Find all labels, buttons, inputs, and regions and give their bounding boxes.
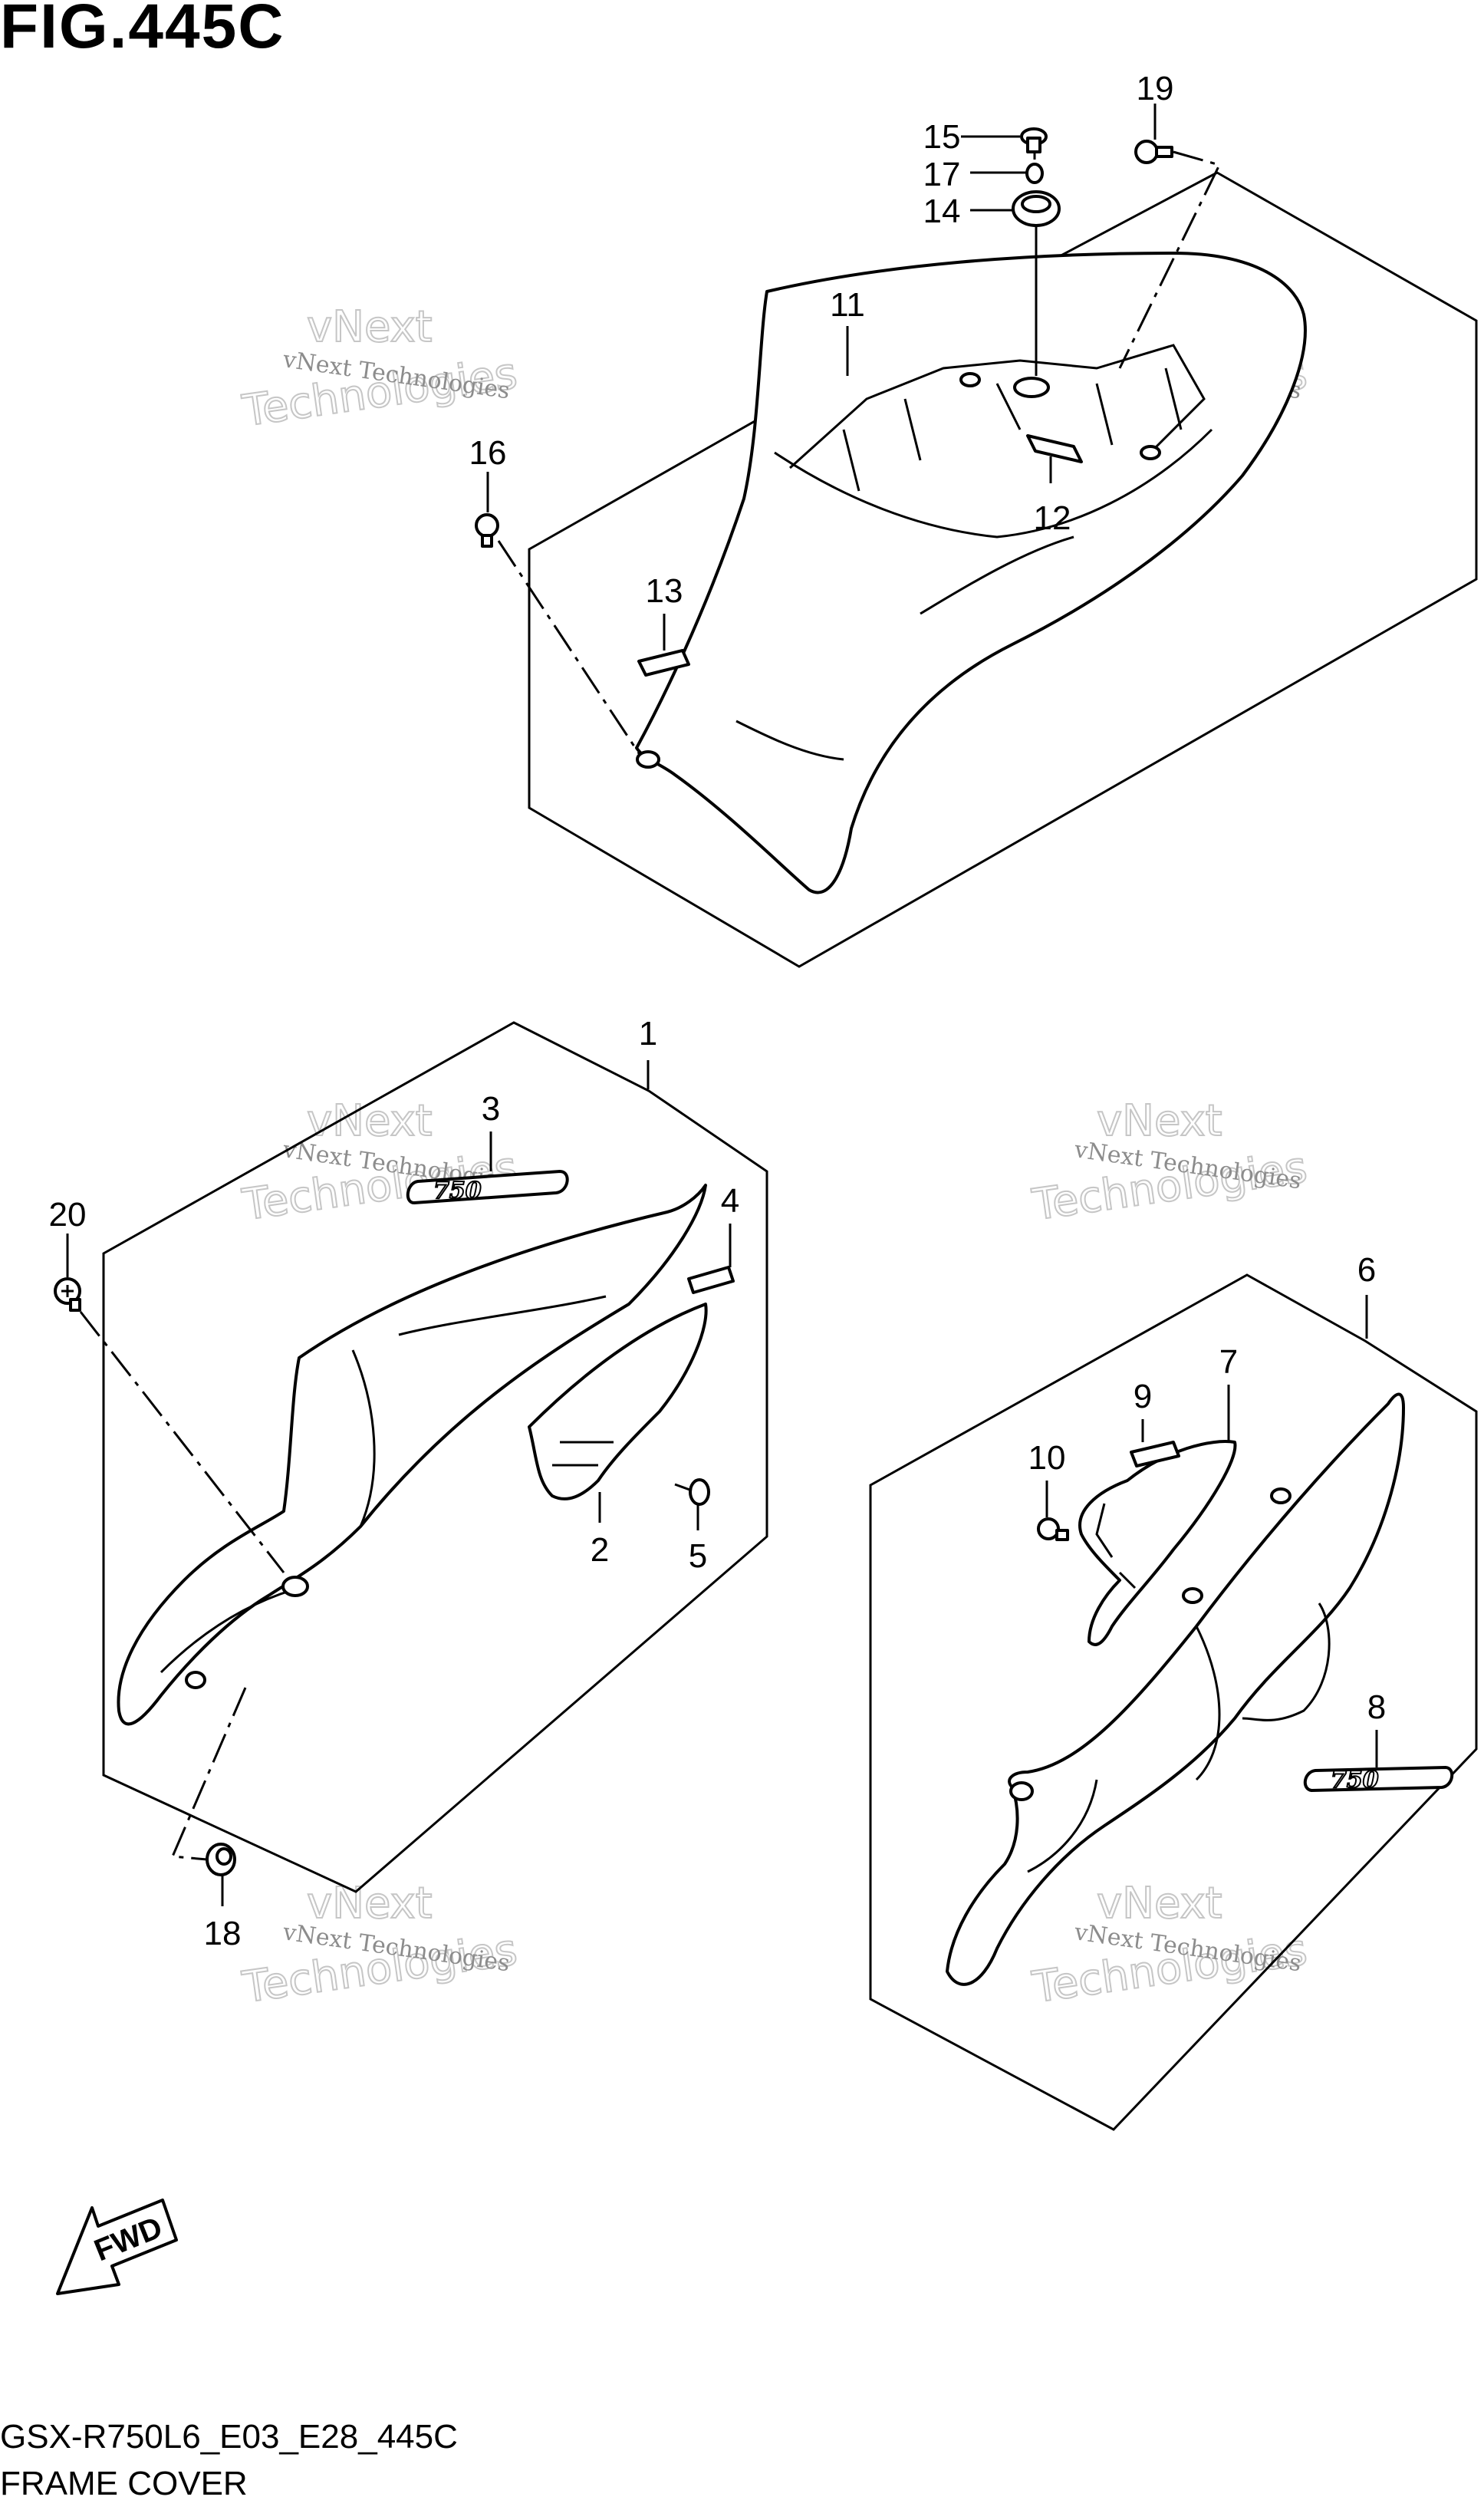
label-13-sticker [637,649,690,677]
callout-numbers: 1 2 3 4 5 6 7 8 9 10 11 12 13 14 15 16 1… [49,70,1387,1952]
bolt-19 [1134,140,1173,164]
callout-16: 16 [469,434,507,472]
callout-4: 4 [721,1182,739,1220]
svg-text:vNext: vNext [307,302,433,352]
screw-10 [1037,1517,1069,1541]
callout-3: 3 [482,1090,500,1128]
svg-text:vNext: vNext [307,1879,433,1929]
callout-5: 5 [689,1537,707,1575]
tail-cover-assembly [475,104,1478,968]
label-4-sticker [687,1266,735,1294]
callout-10: 10 [1028,1439,1066,1477]
callout-11: 11 [830,286,865,324]
emblem-750-left: 750 [406,1170,569,1205]
fwd-arrow-icon: FWD [56,2199,178,2295]
callout-12: 12 [1034,499,1071,537]
callout-8: 8 [1367,1688,1386,1726]
watermark-bottom-left: vNext Technologies vNext Technologies [239,1878,521,2014]
watermark-mid-right: vNext Technologies vNext Technologies [1028,1095,1311,1231]
cover-part-7 [1078,1440,1237,1646]
frame-cover-right-frame [869,1273,1478,2131]
bolt-15 [1020,127,1048,153]
frame-cover-left-frame [102,1021,768,1893]
emblem-750-right: 750 [1303,1766,1454,1794]
callout-18: 18 [204,1915,242,1952]
label-12-sticker [1026,434,1083,463]
diagram-code: GSX-R750L6_E03_E28_445C [0,2418,458,2456]
tail-cover-part [635,252,1307,894]
svg-text:vNext: vNext [1097,1096,1222,1146]
watermark-bottom-right: vNext Technologies vNext Technologies [1028,1878,1311,2014]
bolt-16 [475,513,499,548]
grommet-14 [1012,190,1061,227]
frame-cover-left-assembly: 750 [54,1021,768,1906]
nut-17 [1025,163,1044,184]
grommet-18 [206,1843,236,1876]
callout-2: 2 [591,1531,609,1569]
screw-5 [674,1478,710,1506]
callout-1: 1 [639,1015,657,1052]
callout-6: 6 [1357,1251,1376,1289]
svg-text:750: 750 [1331,1767,1379,1794]
callout-7: 7 [1219,1343,1238,1381]
watermark-top-left: vNext Technologies vNext Technologies [239,301,521,437]
svg-text:750: 750 [433,1178,482,1204]
watermark-mid-left: vNext Technologies vNext Technologies [239,1095,521,1231]
figure-title: FIG.445C [0,0,285,61]
label-9-sticker [1130,1441,1180,1467]
callout-9: 9 [1134,1378,1152,1415]
callout-13: 13 [646,572,683,610]
callout-17: 17 [923,156,961,193]
diagram-name: FRAME COVER [0,2465,248,2502]
callout-14: 14 [923,193,961,230]
callout-19: 19 [1137,70,1174,107]
svg-text:vNext: vNext [1097,1879,1222,1929]
frame-cover-right-assembly: 750 [869,1273,1478,2131]
callout-15: 15 [923,118,961,156]
callout-20: 20 [49,1196,87,1234]
screw-20 [54,1277,81,1312]
cover-part-2 [528,1303,708,1500]
